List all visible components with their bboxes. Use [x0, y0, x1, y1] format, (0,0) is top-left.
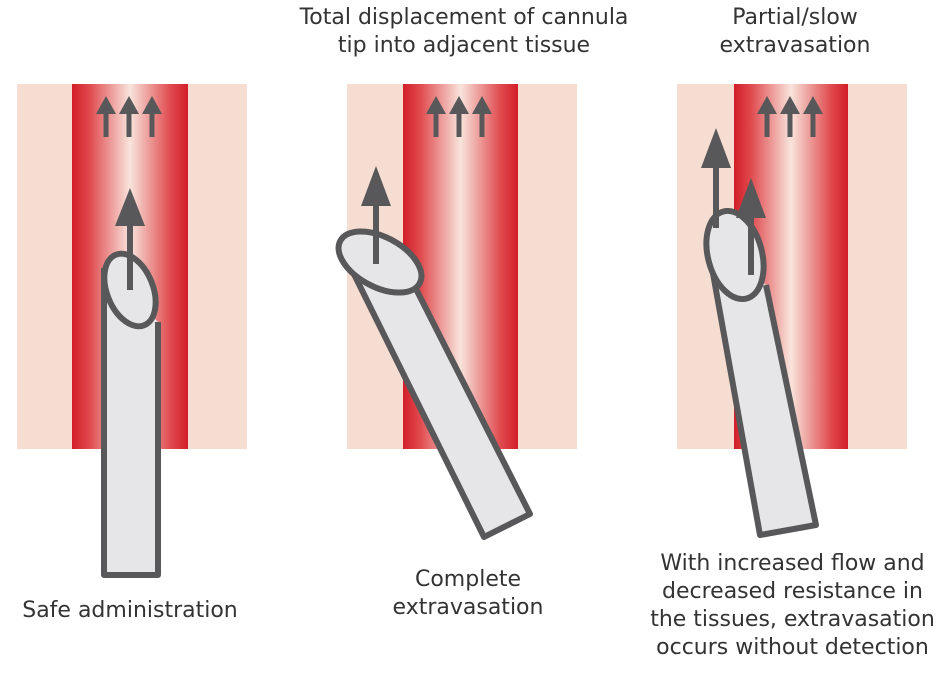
- caption-line: Safe administration: [2, 597, 258, 625]
- caption-partial-bottom: With increased flow and decreased resist…: [640, 550, 945, 662]
- caption-line: Complete: [368, 566, 568, 594]
- caption-line: tip into adjacent tissue: [280, 32, 648, 60]
- caption-line: With increased flow and: [640, 550, 945, 578]
- flow-arrows: [96, 96, 162, 137]
- caption-safe-bottom: Safe administration: [2, 597, 258, 625]
- caption-line: Partial/slow: [690, 4, 900, 32]
- caption-line: extravasation: [368, 594, 568, 622]
- panel-complete: [329, 84, 577, 537]
- cannula-icon: [94, 246, 165, 575]
- caption-line: occurs without detection: [640, 634, 945, 662]
- flow-arrows: [426, 96, 492, 137]
- caption-line: extravasation: [690, 32, 900, 60]
- panel-partial: [677, 84, 907, 535]
- caption-complete-top: Total displacement of cannula tip into a…: [280, 4, 648, 60]
- panel-safe: [17, 84, 247, 575]
- caption-line: decreased resistance in: [640, 578, 945, 606]
- caption-line: the tissues, extravasation: [640, 606, 945, 634]
- caption-line: Total displacement of cannula: [280, 4, 648, 32]
- caption-partial-top: Partial/slow extravasation: [690, 4, 900, 60]
- flow-arrows: [757, 96, 823, 137]
- caption-complete-bottom: Complete extravasation: [368, 566, 568, 622]
